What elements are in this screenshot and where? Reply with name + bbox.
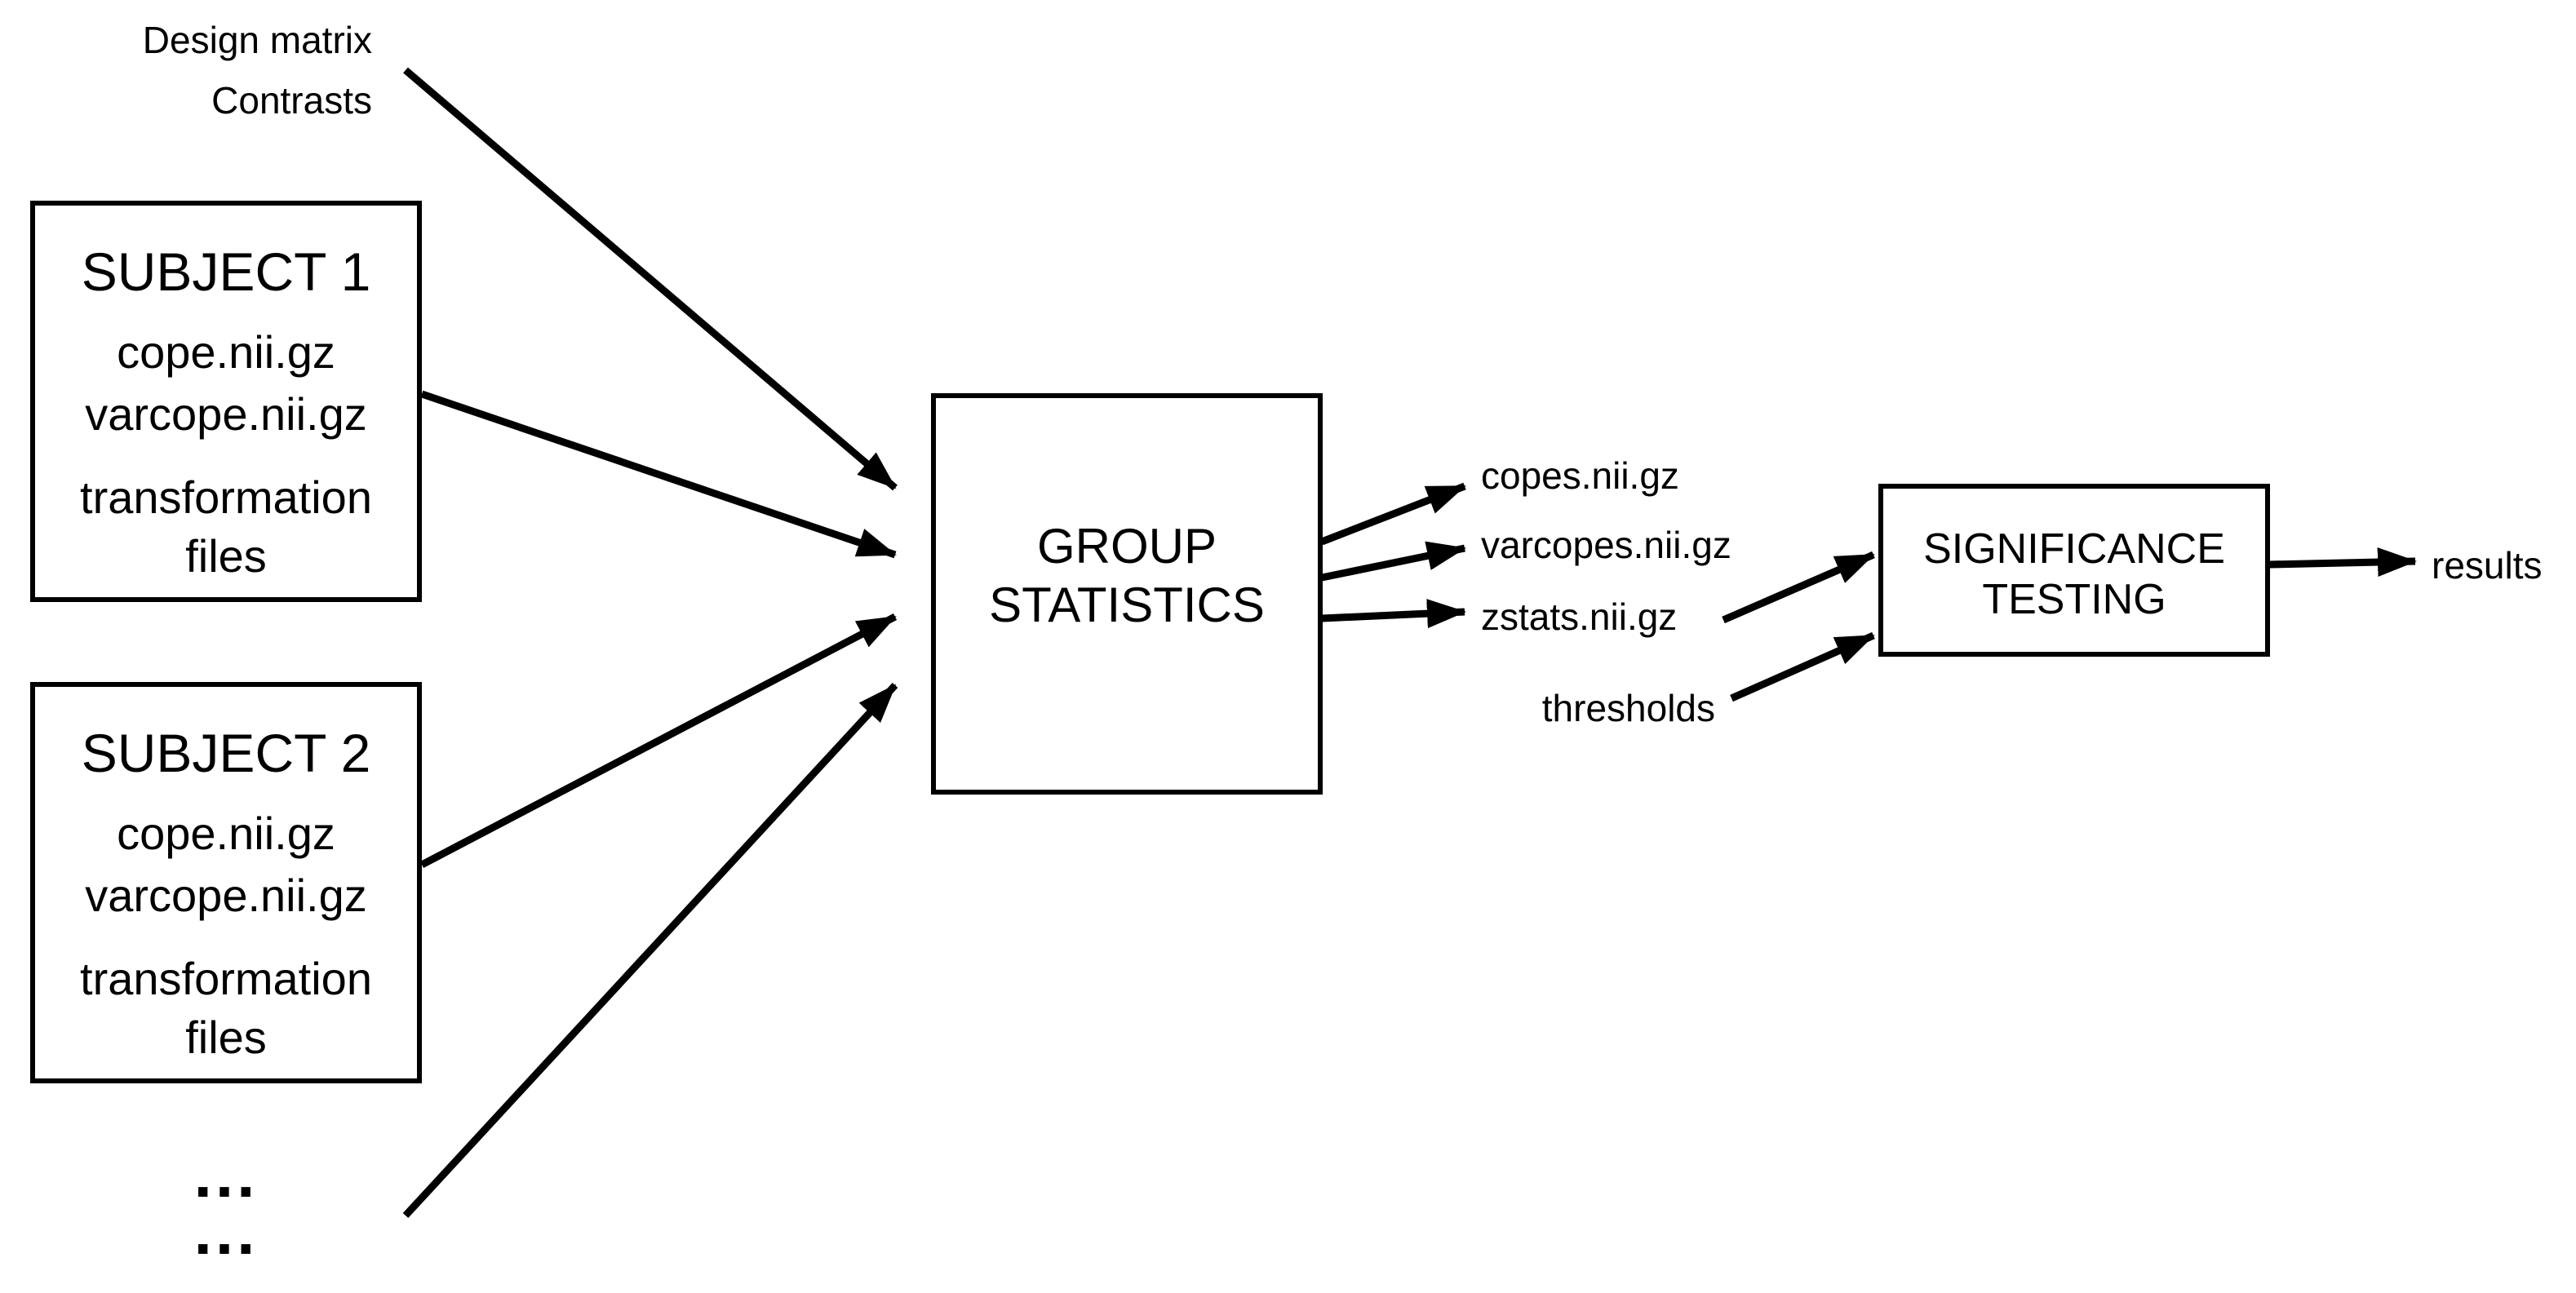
more-subjects-ellipsis-1: ... <box>193 1138 259 1211</box>
zstats-output-label: zstats.nii.gz <box>1481 596 1678 638</box>
arrow-group-to-zstats <box>1321 599 1466 629</box>
significance-testing-line1: SIGNIFICANCE <box>1923 525 2225 573</box>
subject-1-transformation-label: transformation <box>80 472 372 523</box>
group-statistics-box: GROUP STATISTICS <box>931 393 1323 795</box>
arrow-design-to-group <box>403 67 898 491</box>
design-matrix-label: Design matrix <box>142 19 372 61</box>
arrow-thresholds-to-significance <box>1730 631 1875 702</box>
arrow-significance-to-results <box>2268 547 2417 578</box>
subject-2-varcope-file: varcope.nii.gz <box>85 870 367 921</box>
results-label: results <box>2432 544 2543 587</box>
subject-1-title: SUBJECT 1 <box>81 241 371 302</box>
subject-2-box: SUBJECT 2 cope.nii.gz varcope.nii.gz tra… <box>30 682 422 1083</box>
thresholds-label: thresholds <box>1541 687 1715 729</box>
subject-2-transformation-label: transformation <box>80 953 372 1004</box>
subject-1-files-label: files <box>185 530 267 582</box>
subject-1-cope-file: cope.nii.gz <box>117 326 335 378</box>
group-statistics-line1: GROUP <box>1036 519 1217 573</box>
significance-testing-line2: TESTING <box>1982 576 2166 623</box>
arrow-group-to-copes <box>1320 482 1466 546</box>
subject-2-title: SUBJECT 2 <box>81 723 371 783</box>
arrow-more-to-group <box>402 682 898 1219</box>
contrasts-label: Contrasts <box>211 79 372 122</box>
subject-1-varcope-file: varcope.nii.gz <box>85 388 367 440</box>
more-subjects-ellipsis-2: ... <box>193 1195 259 1268</box>
copes-output-label: copes.nii.gz <box>1481 454 1679 497</box>
subject-2-files-label: files <box>185 1012 267 1063</box>
varcopes-output-label: varcopes.nii.gz <box>1481 524 1731 566</box>
arrow-subject2-to-group <box>419 613 898 868</box>
group-statistics-line2: STATISTICS <box>989 578 1265 632</box>
subject-1-box: SUBJECT 1 cope.nii.gz varcope.nii.gz tra… <box>30 201 422 602</box>
significance-testing-box: SIGNIFICANCE TESTING <box>1878 484 2270 657</box>
arrow-group-to-varcopes <box>1321 541 1466 582</box>
arrow-zstats-to-significance <box>1722 551 1875 624</box>
subject-2-cope-file: cope.nii.gz <box>117 808 335 859</box>
arrow-subject1-to-group <box>420 390 897 559</box>
